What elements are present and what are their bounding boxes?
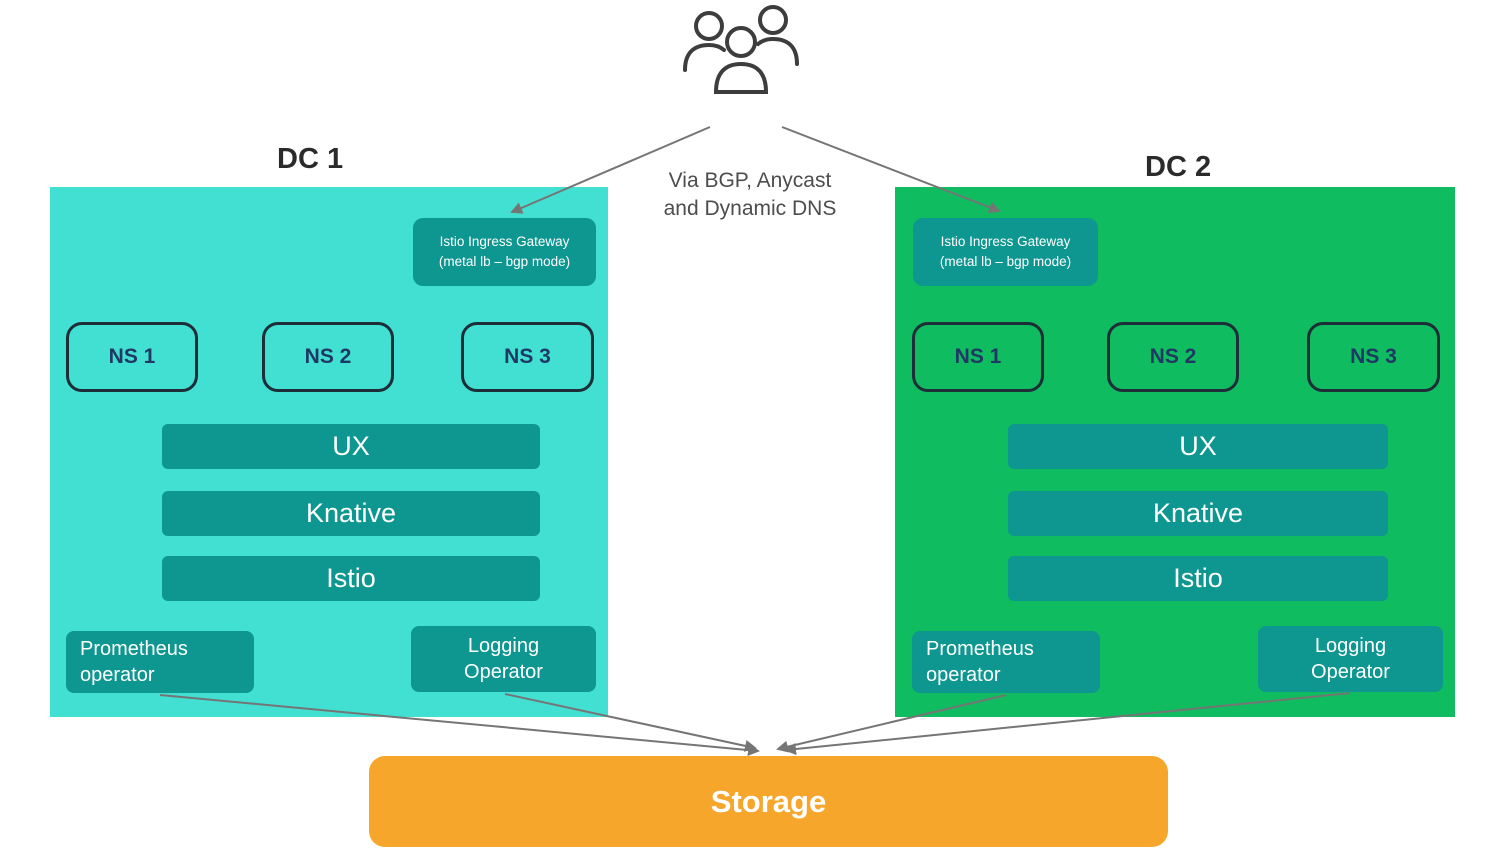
dc2-title: DC 2 (1145, 151, 1212, 183)
dc2-layer-knative: Knative (1008, 491, 1388, 536)
dc1-layer-istio: Istio (162, 556, 540, 601)
dc1-namespace-ns3: NS 3 (461, 322, 594, 392)
dc1-logging-operator: Logging Operator (411, 626, 596, 692)
dc2-box: Istio Ingress Gateway (metal lb – bgp mo… (895, 187, 1455, 717)
dc1-title: DC 1 (277, 143, 344, 175)
dc1-layer-ux: UX (162, 424, 540, 469)
dc1-namespace-ns2: NS 2 (262, 322, 394, 392)
routing-note: Via BGP, Anycast and Dynamic DNS (616, 167, 884, 222)
dc2-namespace-ns2: NS 2 (1107, 322, 1239, 392)
dc2-istio-ingress-gateway: Istio Ingress Gateway (metal lb – bgp mo… (913, 218, 1098, 286)
dc1-istio-ingress-gateway: Istio Ingress Gateway (metal lb – bgp mo… (413, 218, 596, 286)
dc2-logging-operator: Logging Operator (1258, 626, 1443, 692)
users-icon (683, 5, 799, 94)
routing-note-line2: and Dynamic DNS (663, 196, 837, 220)
dc1-prometheus-operator: Prometheus operator (66, 631, 254, 693)
dc2-namespace-ns1: NS 1 (912, 322, 1044, 392)
dc1-layer-knative: Knative (162, 491, 540, 536)
dc2-namespace-ns3: NS 3 (1307, 322, 1440, 392)
routing-note-line1: Via BGP, Anycast (668, 169, 832, 192)
storage-box: Storage (369, 756, 1168, 847)
dc2-prometheus-operator: Prometheus operator (912, 631, 1100, 693)
dc1-namespace-ns1: NS 1 (66, 322, 198, 392)
dc2-layer-ux: UX (1008, 424, 1388, 469)
dc1-box: Istio Ingress Gateway (metal lb – bgp mo… (50, 187, 608, 717)
dc2-layer-istio: Istio (1008, 556, 1388, 601)
